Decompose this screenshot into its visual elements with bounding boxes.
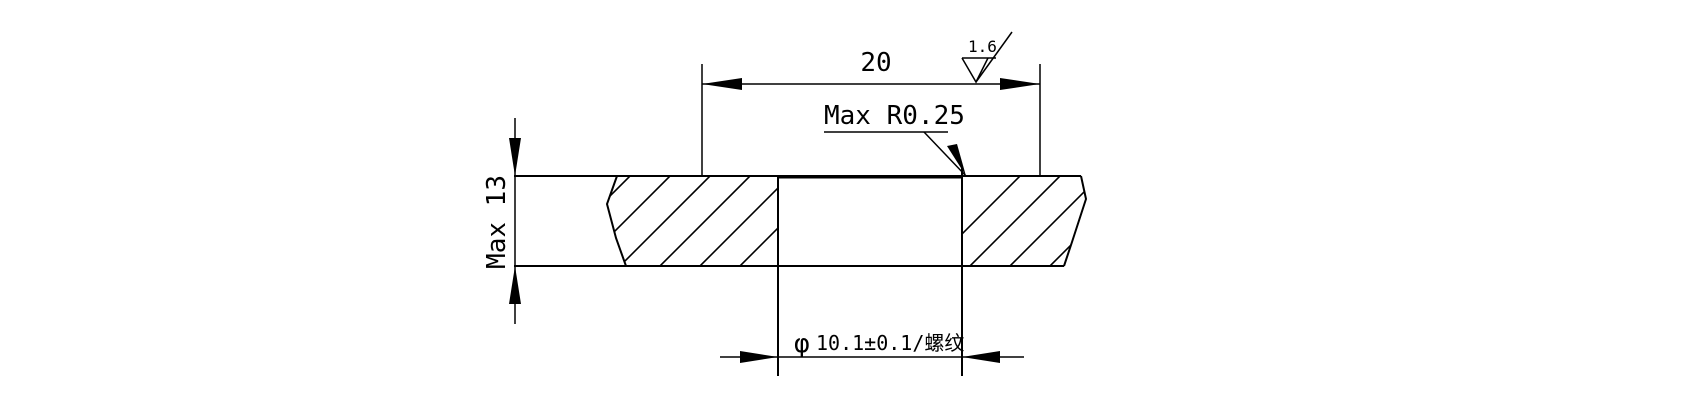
- diameter-symbol: φ: [794, 329, 810, 359]
- radius-note: Max R0.25: [824, 101, 965, 131]
- thickness-note: Max 13: [482, 175, 512, 269]
- surface-roughness-value: 1.6: [968, 37, 997, 56]
- thickness-dimension: Max 13: [482, 118, 521, 324]
- hole-diameter-dimension: φ 10.1±0.1/螺纹: [720, 329, 1024, 363]
- hole-note: 10.1±0.1/螺纹: [816, 331, 964, 355]
- thickness-arrowhead-top: [509, 138, 521, 176]
- diameter-arrowhead-right: [962, 351, 1000, 363]
- radius-callout: Max R0.25: [824, 101, 967, 177]
- width-dimension-value: 20: [860, 48, 891, 78]
- radius-leader-arrowhead: [947, 144, 966, 176]
- thickness-arrowhead-bottom: [509, 266, 521, 304]
- diameter-arrowhead-left: [740, 351, 778, 363]
- dimension-arrowhead-right: [1000, 78, 1040, 90]
- section-hatch-left: [607, 176, 778, 266]
- dimension-arrowhead-left: [702, 78, 742, 90]
- part-outline: [514, 166, 1088, 376]
- width-dimension: 20: [701, 48, 1041, 176]
- surface-roughness-symbol: 1.6: [961, 31, 1013, 84]
